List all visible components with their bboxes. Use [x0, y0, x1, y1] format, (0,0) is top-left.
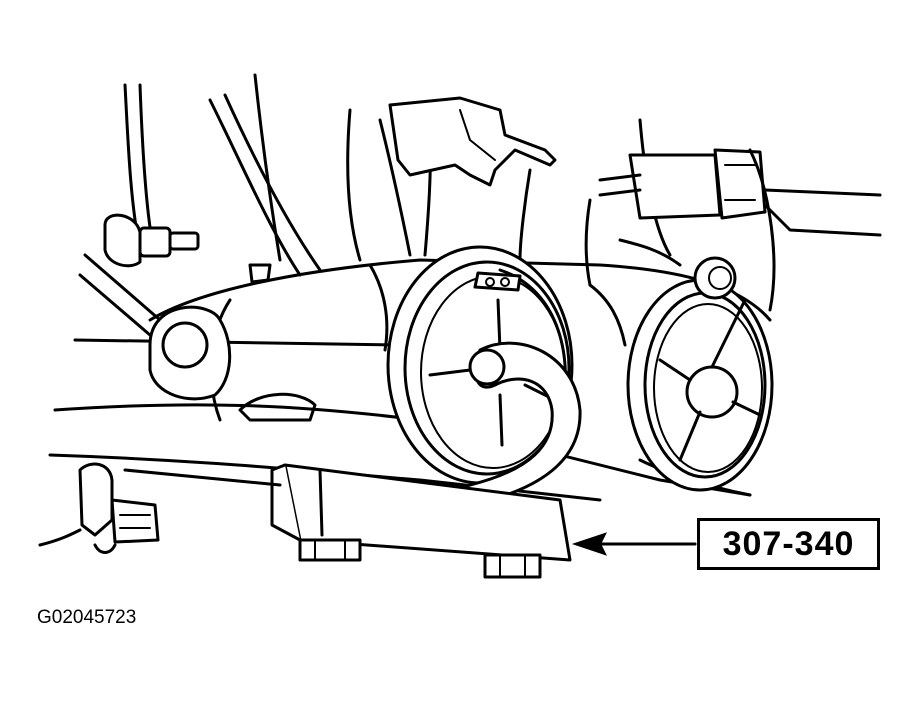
tool-callout-label: 307-340 — [697, 518, 880, 570]
right-bolt-bracket — [598, 148, 882, 312]
special-tool-block — [270, 463, 572, 579]
left-stud — [78, 213, 200, 337]
figure-id: G02045723 — [37, 607, 137, 628]
upper-framework — [123, 73, 682, 287]
wiring-harness — [38, 462, 282, 554]
left-mount-lug — [148, 305, 232, 401]
right-gear-assembly — [626, 256, 774, 492]
upper-bracket — [388, 96, 557, 187]
callout-leader-arrow — [571, 532, 697, 556]
